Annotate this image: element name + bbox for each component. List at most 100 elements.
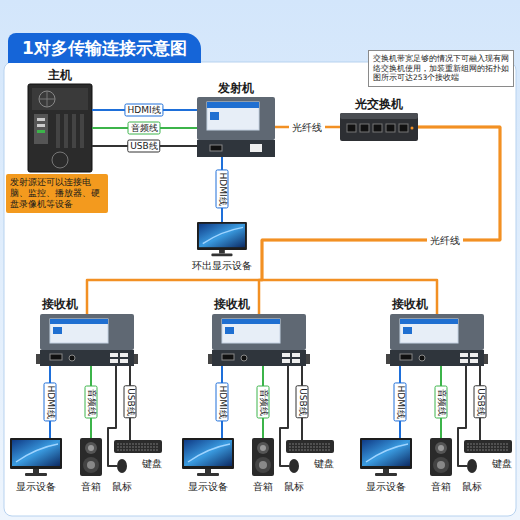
device-plate [207, 102, 259, 130]
cable-label: USB线 [124, 385, 137, 418]
cable-label: USB线 [296, 385, 309, 418]
io-port [37, 118, 45, 121]
device-node: 主机 [28, 84, 92, 172]
hdmi-port [210, 145, 222, 151]
cable-line [87, 127, 500, 314]
device-node: 鼠标 [467, 459, 477, 474]
switch-port [399, 124, 408, 132]
device-node: 音箱 [252, 438, 274, 476]
io-panel [34, 114, 48, 144]
device-front [197, 140, 275, 157]
cable-label: 音频线 [257, 386, 270, 419]
cable-label: HDMI线 [216, 382, 229, 421]
device-node: 音箱 [80, 438, 102, 476]
device-node: 发射机 [197, 97, 275, 157]
title-tab: 1对多传输连接示意图 [8, 33, 201, 63]
usb-port [250, 144, 262, 152]
brand-mark [210, 112, 219, 120]
cable-label: USB线 [127, 140, 160, 153]
device-node: 显示设备 [360, 438, 412, 476]
title-text: 1对多传输连接示意图 [22, 38, 187, 58]
receiver-set [10, 314, 162, 476]
switch-port [347, 124, 356, 132]
plate-stripe [207, 102, 259, 108]
receiver-set [360, 314, 512, 476]
device-label: 音箱 [81, 480, 101, 493]
io-port [37, 124, 45, 127]
device-label: 显示设备 [188, 480, 228, 493]
device-label: 键盘 [142, 457, 162, 470]
mouse-icon [467, 459, 477, 473]
cable-label: USB线 [474, 385, 487, 418]
panel [4, 62, 516, 516]
device-label: 光交换机 [355, 98, 403, 111]
note-text: 交换机带宽足够的情况下可融入现有网络交换机使用，加装重新组网的拓扑如图所示可达2… [373, 54, 509, 83]
cable-line [259, 127, 500, 314]
device-top [197, 97, 275, 140]
device-label: 鼠标 [284, 480, 304, 493]
device-node: 接收机 [390, 314, 484, 366]
device-node: 键盘 [464, 440, 512, 453]
cable-label: 音频线 [128, 122, 161, 135]
switch-port [373, 124, 382, 132]
case-fan [52, 152, 68, 168]
mouse-icon [289, 459, 299, 473]
device-node: 鼠标 [289, 459, 299, 474]
device-node: 显示设备 [10, 438, 62, 476]
cable-label: HDMI线 [44, 382, 57, 421]
note-box: 交换机带宽足够的情况下可融入现有网络交换机使用，加装重新组网的拓扑如图所示可达2… [368, 50, 514, 87]
slot [72, 114, 76, 148]
device-node: 键盘 [114, 440, 162, 453]
cable-label: 音频线 [435, 386, 448, 419]
device-label: 接收机 [392, 298, 428, 311]
device-node: 接收机 [212, 314, 306, 366]
cable-label: HDMI线 [216, 169, 229, 208]
switch-top [340, 113, 418, 119]
device-label: 接收机 [214, 298, 250, 311]
cable-line [280, 366, 289, 466]
cable-label: HDMI线 [394, 382, 407, 421]
switch-body [340, 113, 418, 141]
device-label: 音箱 [253, 480, 273, 493]
device-label: 主机 [48, 69, 72, 82]
transmitter-device [197, 97, 275, 157]
cable-label: 光纤线 [427, 235, 463, 246]
device-node: 音箱 [430, 438, 452, 476]
status-led [411, 127, 414, 130]
fan-grill [39, 91, 55, 107]
device-node: 光交换机 [340, 113, 418, 141]
io-port [37, 130, 45, 133]
device-node: 接收机 [40, 314, 134, 366]
psu-fan [39, 91, 55, 107]
device-label: 显示设备 [366, 480, 406, 493]
host-pc [28, 84, 92, 172]
switch-port [386, 124, 395, 132]
device-node: 环出显示设备 [197, 222, 247, 256]
device-label: 键盘 [314, 457, 334, 470]
cable-line [108, 366, 117, 466]
device-node: 键盘 [286, 440, 334, 453]
note-box: 发射源还可以连接电脑、监控、播放器、硬盘录像机等设备 [6, 174, 108, 213]
receiver-set [182, 314, 334, 476]
device-label: 接收机 [42, 298, 78, 311]
cable-line [262, 127, 500, 314]
cable-label: 音频线 [85, 386, 98, 419]
device-label: 发射机 [218, 82, 254, 95]
cable-label: HDMI线 [124, 104, 163, 117]
optical-switch [340, 113, 418, 141]
device-label: 键盘 [492, 457, 512, 470]
cable-label: 光纤线 [289, 122, 325, 133]
device-node: 显示设备 [182, 438, 234, 476]
slot [80, 114, 84, 148]
note-text: 发射源还可以连接电脑、监控、播放器、硬盘录像机等设备 [10, 177, 104, 210]
device-label: 音箱 [431, 480, 451, 493]
device-node: 鼠标 [117, 459, 127, 474]
device-label: 鼠标 [112, 480, 132, 493]
switch-port [360, 124, 369, 132]
device-label: 环出显示设备 [192, 259, 252, 272]
slot [56, 114, 60, 148]
device-label: 显示设备 [16, 480, 56, 493]
mouse-icon [117, 459, 127, 473]
